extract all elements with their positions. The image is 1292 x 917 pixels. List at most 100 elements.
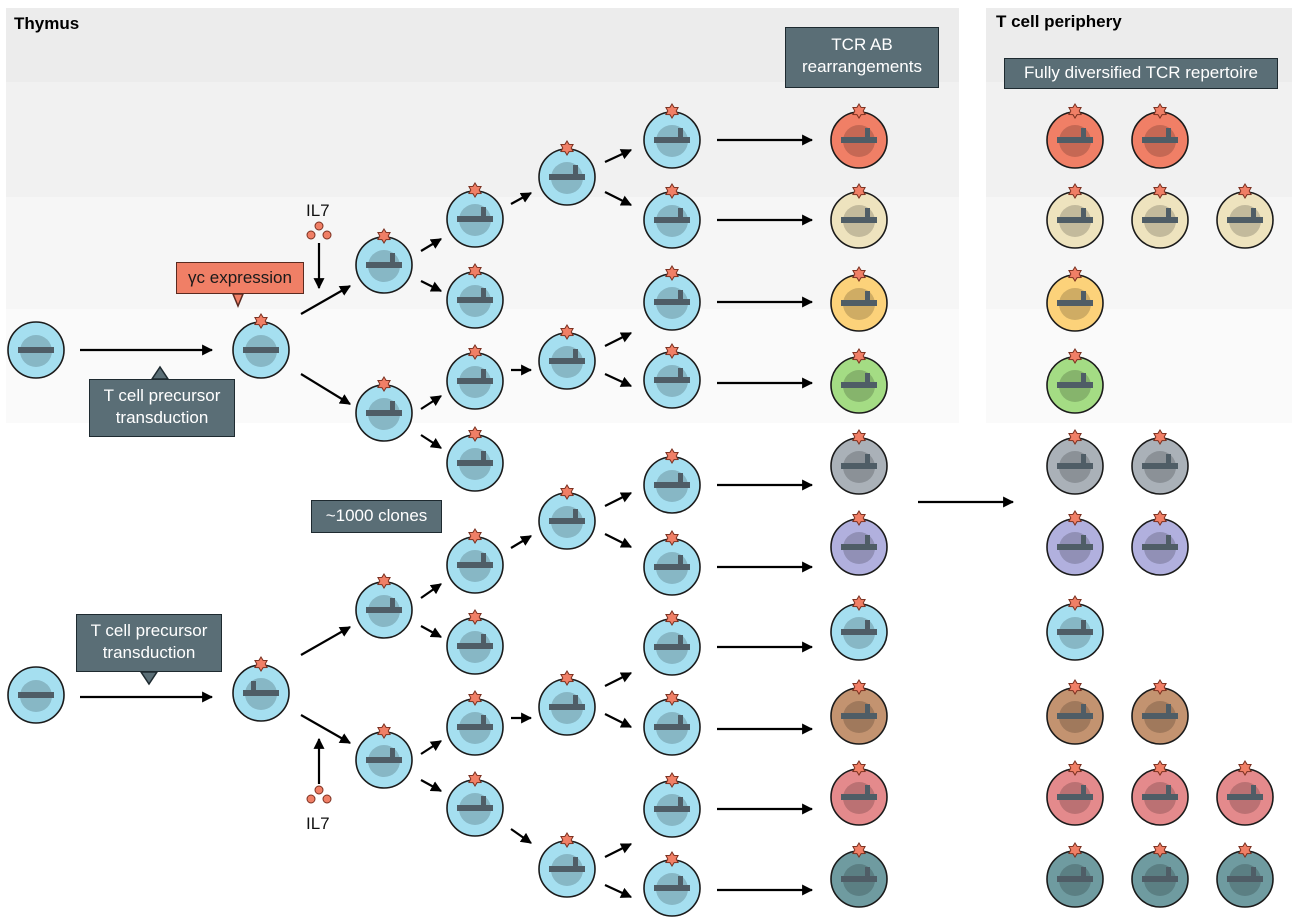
receptor-icon <box>1068 760 1082 776</box>
tcr-bar <box>841 544 877 550</box>
receptor-icon <box>560 670 574 686</box>
cell <box>643 610 701 676</box>
receptor-icon <box>468 182 482 198</box>
tcr-bar <box>243 690 279 696</box>
receptor-icon <box>1153 510 1167 526</box>
cell <box>643 448 701 514</box>
tcr-bar <box>1057 137 1093 143</box>
receptor-icon <box>377 228 391 244</box>
arrow <box>604 373 632 387</box>
tcr-bar <box>841 137 877 143</box>
periphery-cell <box>1131 510 1189 576</box>
tcr-bar <box>457 297 493 303</box>
receptor-icon <box>468 690 482 706</box>
il7-molecule-icon <box>306 794 316 804</box>
receptor-icon <box>665 265 679 281</box>
receptor-icon <box>852 266 866 282</box>
receptor-icon <box>852 183 866 199</box>
il7-label-top: IL7 <box>306 201 330 220</box>
rearranged-cell <box>830 103 888 169</box>
periphery-cell <box>1131 679 1189 745</box>
arrow <box>420 740 442 755</box>
receptor-icon <box>1238 842 1252 858</box>
rearranged-cell <box>830 679 888 745</box>
cell <box>446 771 504 837</box>
periphery-cell <box>1046 760 1104 826</box>
receptor-icon <box>1068 429 1082 445</box>
tcr-bar <box>457 378 493 384</box>
tcr-bar <box>18 692 54 698</box>
receptor-icon <box>468 344 482 360</box>
receptor-icon <box>1238 183 1252 199</box>
periphery-cell <box>1131 429 1189 495</box>
receptor-icon <box>1068 510 1082 526</box>
cell <box>446 426 504 492</box>
clones-callout: ~1000 clones <box>311 500 442 533</box>
il7-molecule-icon <box>314 221 324 231</box>
periphery-cell <box>1046 510 1104 576</box>
tcr-bar <box>1057 544 1093 550</box>
receptor-icon <box>468 263 482 279</box>
tcr-bar <box>1057 300 1093 306</box>
cell <box>538 140 596 206</box>
tcr-bar <box>1142 876 1178 882</box>
receptor-icon <box>852 679 866 695</box>
arrow <box>510 535 532 549</box>
fully-diversified-callout: Fully diversified TCR repertoire <box>1004 58 1278 89</box>
tcr-bar <box>1142 713 1178 719</box>
tcr-bar <box>1227 876 1263 882</box>
receptor-icon <box>665 690 679 706</box>
precursor-cell-top <box>7 321 65 379</box>
receptor-icon <box>1153 760 1167 776</box>
tcr-bar <box>549 704 585 710</box>
tcr-bar <box>1142 794 1178 800</box>
periphery-cell <box>1216 183 1274 249</box>
il7-molecule-icon <box>322 794 332 804</box>
receptor-icon <box>560 484 574 500</box>
receptor-icon <box>1068 679 1082 695</box>
tcr-bar <box>654 377 690 383</box>
rearranged-cell <box>830 183 888 249</box>
cell <box>643 183 701 249</box>
tcr-bar <box>654 564 690 570</box>
tcr-bar <box>654 299 690 305</box>
arrow <box>604 332 632 347</box>
tcr-bar <box>1227 217 1263 223</box>
receptor-icon <box>1153 842 1167 858</box>
tcr-bar <box>457 724 493 730</box>
receptor-icon <box>665 530 679 546</box>
tcr-bar <box>841 300 877 306</box>
receptor-icon <box>665 851 679 867</box>
tcr-bar <box>366 607 402 613</box>
receptor-icon <box>665 103 679 119</box>
cell <box>446 344 504 410</box>
rearranged-cell <box>830 842 888 908</box>
tcr-bar <box>1227 794 1263 800</box>
precursor-cell-bottom <box>7 666 65 724</box>
periphery-title: T cell periphery <box>996 12 1122 31</box>
periphery-cell <box>1131 760 1189 826</box>
tcr-bar <box>457 805 493 811</box>
rearranged-cell <box>830 429 888 495</box>
arrow <box>420 583 442 599</box>
receptor-icon <box>1068 103 1082 119</box>
receptor-icon <box>377 376 391 392</box>
receptor-icon <box>852 595 866 611</box>
arrow <box>604 149 632 163</box>
cell <box>643 343 701 409</box>
receptor-icon <box>254 313 268 329</box>
arrow <box>420 779 442 792</box>
tcr-bar <box>654 885 690 891</box>
tcr-bar <box>841 876 877 882</box>
receptor-icon <box>852 348 866 364</box>
receptor-icon <box>665 772 679 788</box>
cell <box>446 690 504 756</box>
periphery-cell <box>1046 266 1104 332</box>
arrow <box>510 192 532 205</box>
receptor-icon <box>852 510 866 526</box>
receptor-icon <box>1068 183 1082 199</box>
cell <box>643 690 701 756</box>
receptor-icon <box>468 771 482 787</box>
arrow <box>604 533 632 548</box>
arrow <box>300 285 351 315</box>
